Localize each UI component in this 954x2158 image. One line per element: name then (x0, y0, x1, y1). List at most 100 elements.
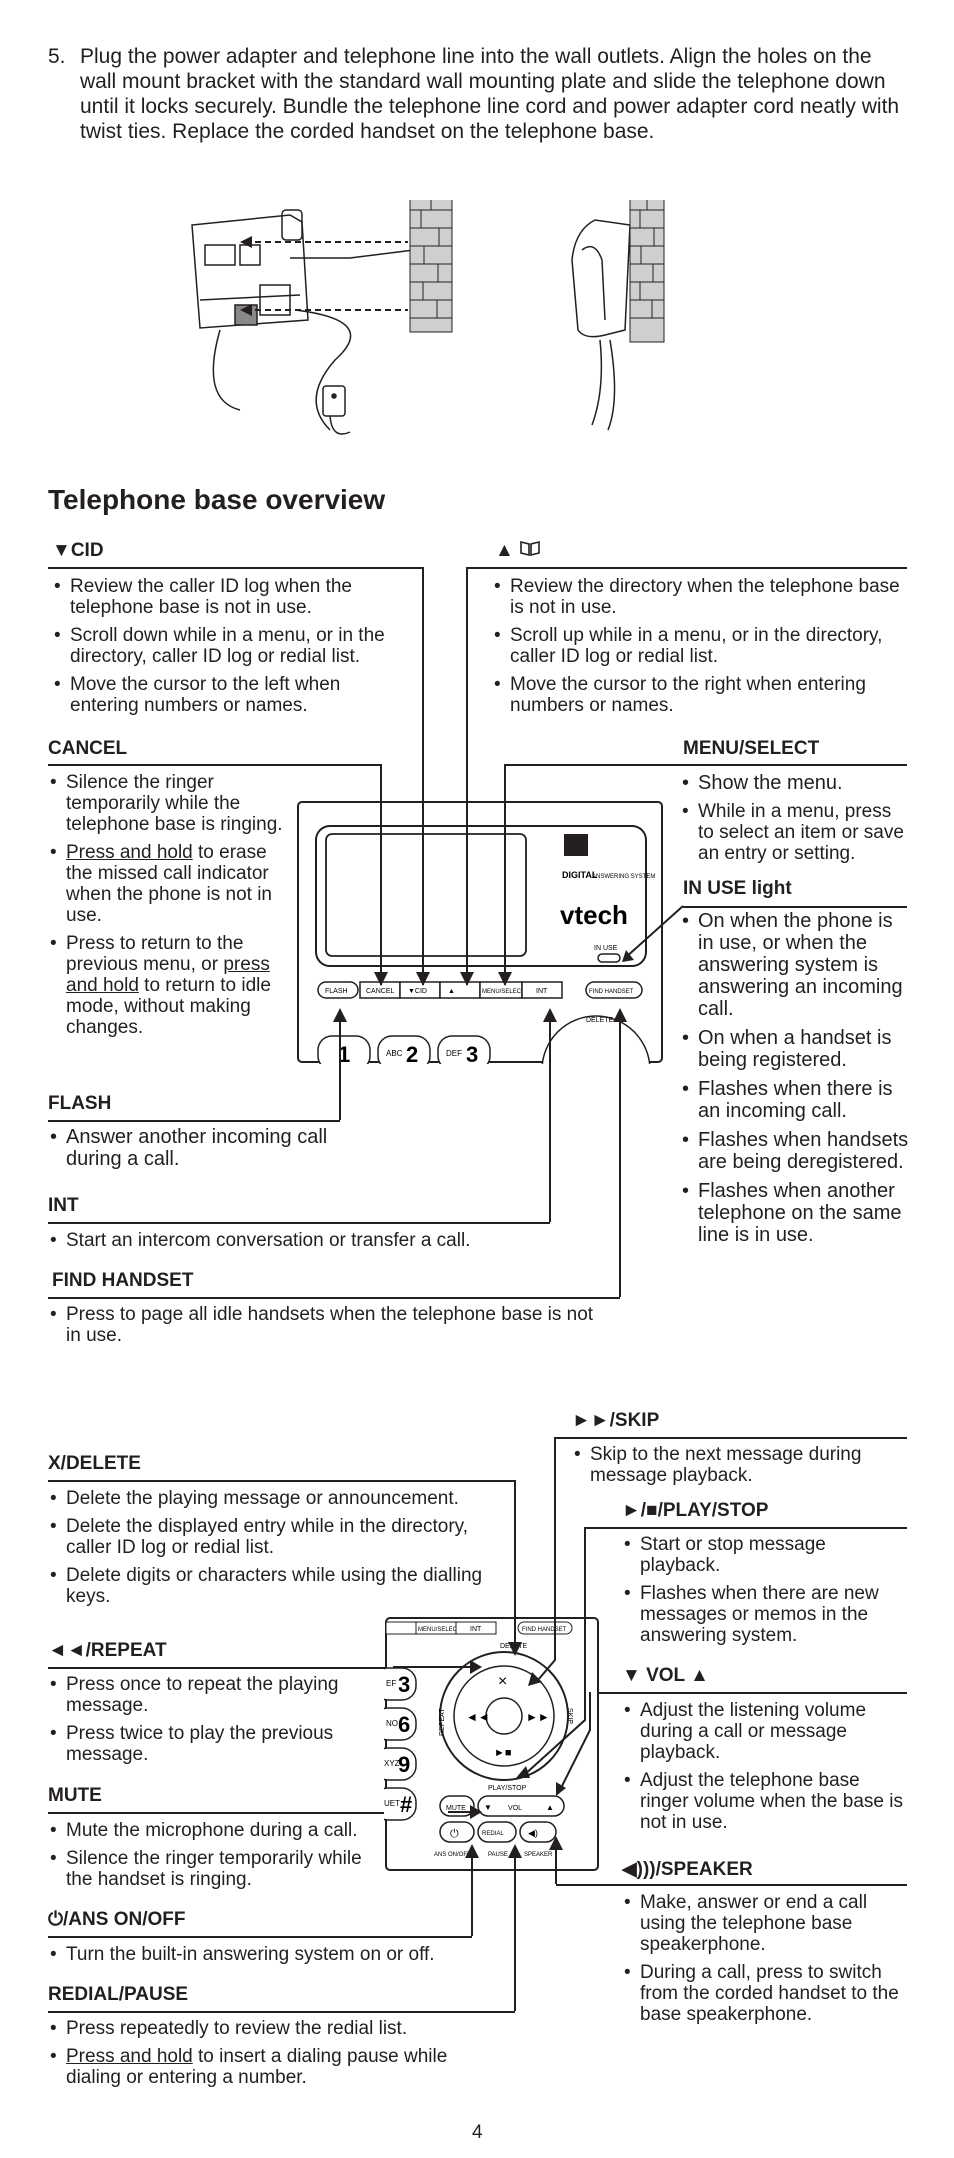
answering-system-label: ANSWERING SYSTEM (592, 874, 655, 880)
play-stop-heading: ►/■/PLAY/STOP (622, 1500, 769, 1521)
delete-label: DELETE (586, 1017, 614, 1024)
list-item: Press twice to play the previous message… (48, 1723, 378, 1765)
repeat-rule (48, 1667, 393, 1669)
key-9[interactable] (384, 1747, 417, 1781)
key-2[interactable] (377, 1035, 431, 1064)
repeat-icon[interactable]: ◄◄ (466, 1710, 490, 1724)
find-handset-list: Press to page all idle handsets when the… (48, 1304, 608, 1353)
power-icon: ⏻ (450, 1828, 459, 1840)
keypad-keys (384, 1667, 417, 1821)
skip-icon[interactable]: ►► (526, 1710, 550, 1724)
ans-on-off-button[interactable] (439, 1821, 475, 1843)
book-icon (514, 540, 541, 561)
list-item: Adjust the telephone base ringer volume … (622, 1770, 907, 1833)
telephone-base-keypad-drawing: MENU/SELECT INT FIND HANDSET DELETE EF 3… (384, 1617, 599, 1871)
list-item: Press once to repeat the playing message… (48, 1674, 378, 1716)
list-item: Start an intercom conversation or transf… (48, 1230, 568, 1251)
directory-button[interactable] (385, 1621, 417, 1635)
wall-mount-illustration (191, 200, 665, 435)
int-button[interactable] (521, 981, 563, 999)
cancel-button-label: CANCEL (366, 988, 395, 995)
key-2-label: 2 (406, 1042, 418, 1064)
flash-button[interactable] (317, 981, 359, 999)
directory-list: Review the directory when the telephone … (492, 576, 902, 723)
lcd-screen (325, 833, 527, 957)
rewind-icon: ◄◄ (48, 1640, 86, 1661)
list-item: Flashes when there are new messages or m… (622, 1583, 907, 1646)
list-item: Turn the built-in answering system on or… (48, 1944, 488, 1965)
key-1[interactable] (317, 1035, 371, 1064)
x-delete-rule (48, 1480, 515, 1482)
alignment-arrows (245, 241, 408, 311)
list-item: Skip to the next message during message … (572, 1444, 892, 1486)
key-hash[interactable] (384, 1787, 417, 1821)
key-6[interactable] (384, 1707, 417, 1741)
key-2-letters: ABC (386, 1049, 403, 1058)
wall-outlet-drawing (322, 385, 351, 435)
nav-ring (541, 1015, 651, 1064)
key-3[interactable] (384, 1667, 417, 1701)
in-use-label: IN USE (594, 945, 618, 952)
telephone-base-top-drawing: DIGITAL ANSWERING SYSTEM vtech IN USE FL… (297, 801, 663, 1064)
key-3-letters: EF (386, 1679, 396, 1688)
play-stop-rule (585, 1527, 907, 1529)
step-5: 5. Plug the power adapter and telephone … (48, 44, 908, 144)
list-item: Delete the displayed entry while in the … (48, 1516, 508, 1558)
list-item: Mute the microphone during a call. (48, 1820, 388, 1841)
key-hash-label: # (400, 1792, 412, 1817)
speaker-heading: ◀)))/SPEAKER (622, 1859, 753, 1880)
down-triangle-icon: ▼ (52, 540, 71, 561)
key-3-letters: DEF (446, 1049, 462, 1058)
int-button[interactable] (455, 1621, 497, 1635)
fast-forward-icon: ►► (572, 1410, 610, 1431)
key-9-letters: XYZ (384, 1759, 400, 1768)
base-button-row: FLASH CANCEL ▼CID ▲ MENU/SELECT INT FIND… (317, 981, 643, 999)
power-icon: ⏻ (48, 1909, 64, 1930)
pause-label: PAUSE (488, 1852, 508, 1858)
digital-label: DIGITAL (562, 870, 598, 880)
speaker-button[interactable] (519, 1821, 557, 1843)
flash-button-label: FLASH (325, 988, 348, 995)
directory-heading: ▲ (495, 540, 541, 562)
speaker-icon: ◀))) (622, 1859, 656, 1880)
cid-heading: ▼CID (52, 540, 104, 561)
find-handset-button[interactable] (585, 981, 643, 999)
in-use-led (597, 953, 621, 963)
delete-label: DELETE (500, 1643, 528, 1650)
x-delete-icon[interactable]: × (498, 1673, 507, 1690)
directory-button[interactable] (439, 981, 481, 999)
menu-select-button-label: MENU/SELECT (482, 989, 525, 995)
key-3-label: 3 (466, 1042, 478, 1064)
x-delete-list: Delete the playing message or announceme… (48, 1488, 508, 1614)
key-3[interactable] (437, 1035, 491, 1064)
nav-center (485, 1697, 523, 1735)
redial-pause-button[interactable] (477, 1821, 517, 1843)
directory-rule (467, 567, 907, 569)
bottom-buttons (439, 1795, 565, 1843)
ans-list: Turn the built-in answering system on or… (48, 1944, 488, 1972)
redial-list: Press repeatedly to review the redial li… (48, 2018, 498, 2095)
repeat-heading: ◄◄/REPEAT (48, 1640, 167, 1661)
repeat-list: Press once to repeat the playing message… (48, 1674, 378, 1772)
key-hash-letters: UET (384, 1799, 400, 1808)
list-item: Press to page all idle handsets when the… (48, 1304, 608, 1346)
list-item: Silence the ringer temporarily while the… (48, 1848, 388, 1890)
vtech-logo: vtech (560, 900, 628, 930)
redial-heading: REDIAL/PAUSE (48, 1984, 189, 2005)
key-3-label: 3 (398, 1672, 410, 1697)
list-item: On when a handset is being registered. (680, 1027, 910, 1071)
find-label: FIND HANDSET (522, 1627, 567, 1633)
play-stop-icon[interactable]: ►■ (494, 1747, 512, 1759)
list-item: Answer another incoming call during a ca… (48, 1126, 338, 1170)
vol-down-icon: ▼ (484, 1803, 492, 1812)
list-item: Press to return to the previous menu, or… (48, 933, 288, 1038)
int-heading: INT (48, 1195, 79, 1216)
brick-wall-left (409, 200, 453, 333)
arrow-heads (240, 236, 252, 316)
display-bezel (315, 825, 647, 967)
ans-label: ANS ON/OFF (434, 1852, 471, 1858)
list-item: Flashes when there is an incoming call. (680, 1078, 910, 1122)
skip-rule (555, 1437, 907, 1439)
speaker-rule (556, 1884, 907, 1886)
repeat-label: REPEAT (439, 1708, 446, 1736)
